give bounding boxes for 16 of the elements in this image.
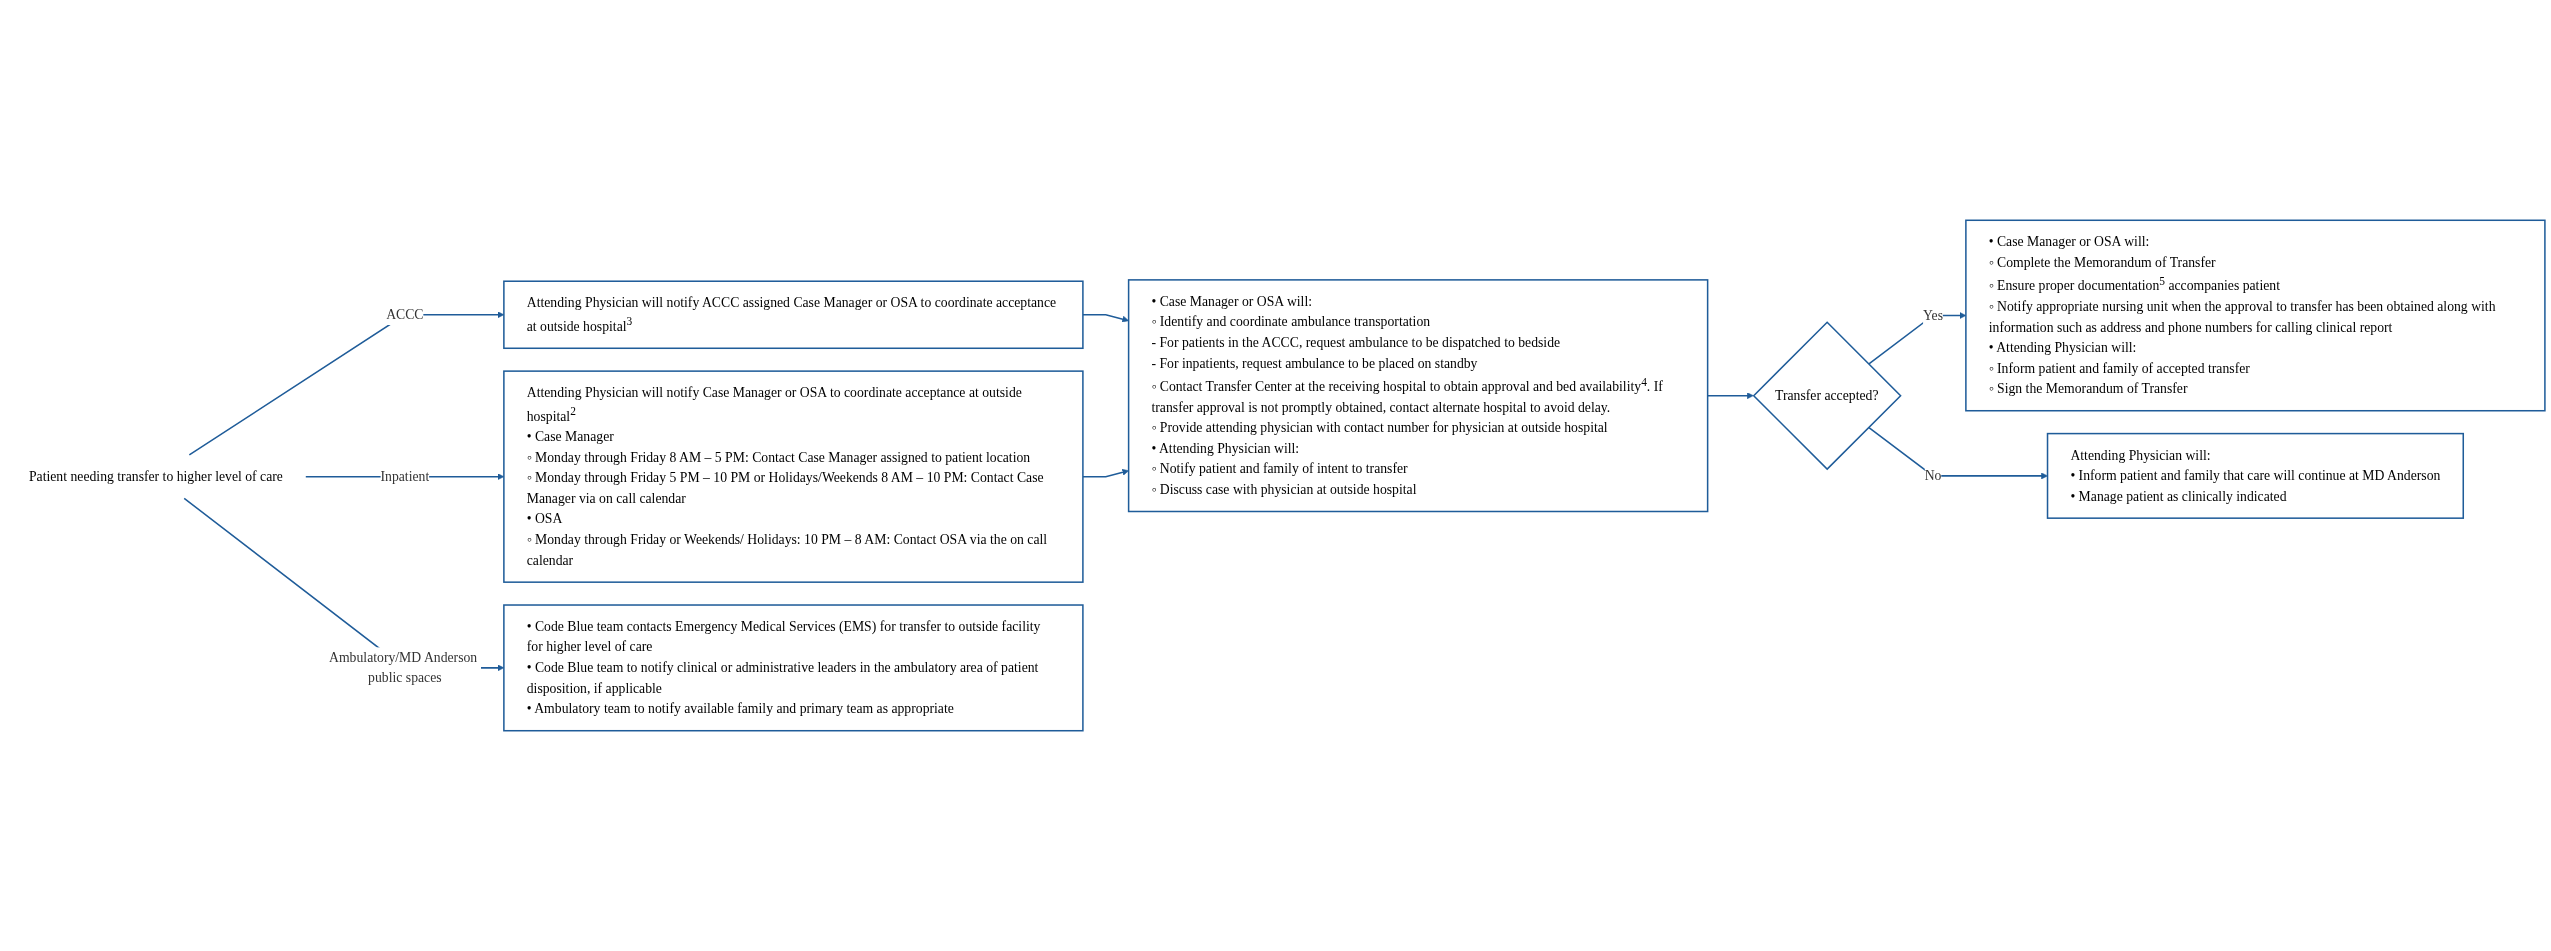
node-box: • Case Manager or OSA will: ◦ Identify and coordinate ambulance transportation - For patients in the ACCC, request ambulance to be dispatched to bedside - For inpatients, request ambulance to be placed on standby ◦ Contact Transfer Center at the receiving hospital to obtain approval and bed availability$^{4}$. If transfer approval is not promptly obtained, contact alternate hospital to avoid delay. ◦ Provide attending physician with contact number for physician at outside hospital • Attending Physician will: ◦ Notify patient and family of intent to transfer ◦ Discuss case with physician at outside hospital (1127, 279, 1709, 513)
edge-label: Ambulatory/MD Anderson public spaces (329, 649, 478, 686)
node-box: • Code Blue team contacts Emergency Medical Services (EMS) for transfer to outside facility for higher level of care • Code Blue team to notify clinical or administrative leaders in the ambulatory area of patient disposition, if applicable • Ambulatory team to notify available family and primary team as appropriate (503, 604, 1084, 732)
node-diamond: Transfer accepted? (1752, 321, 1902, 471)
node-box: Attending Physician will notify Case Manager or OSA to coordinate acceptance at outside hospital$^{2}$ • Case Manager ◦ Monday through Friday 8 AM – 5 PM: Contact Case Manager assigned to patient location ◦ Monday through Friday 5 PM – 10 PM or Holidays/Weekends 8 AM – 10 PM: Contact Case Manager via on call calendar • OSA ◦ Monday through Friday or Weekends/ Holidays: 10 PM – 8 AM: Contact OSA via the on call calendar (503, 370, 1084, 583)
node-box: Attending Physician will notify ACCC assigned Case Manager or OSA to coordinate acceptance at outside hospital$^{3}$ (503, 280, 1084, 350)
arrow (1082, 314, 1129, 323)
edge-label: Inpatient (380, 468, 430, 484)
edge-label: No (1924, 467, 1942, 484)
edge-label: Yes (1923, 307, 1944, 323)
node-text: Patient needing transfer to higher level of care (28, 468, 283, 484)
node-box: • Case Manager or OSA will: ◦ Complete the Memorandum of Transfer ◦ Ensure proper documentation$^{5}$ accompanies patient ◦ Notify appropriate nursing unit when the approval to transfer has been obtained along with information such as address and phone numbers for calling clinical report • Attending Physician will: ◦ Inform patient and family of accepted transfer ◦ Sign the Memorandum of Transfer (1965, 219, 2546, 412)
arrow (1867, 426, 2048, 480)
edge-label: ACCC (386, 306, 424, 322)
arrow (1082, 469, 1129, 478)
node-box: Attending Physician will: • Inform patient and family that care will continue at MD Anderson • Manage patient as clinically indicated (2046, 432, 2465, 519)
